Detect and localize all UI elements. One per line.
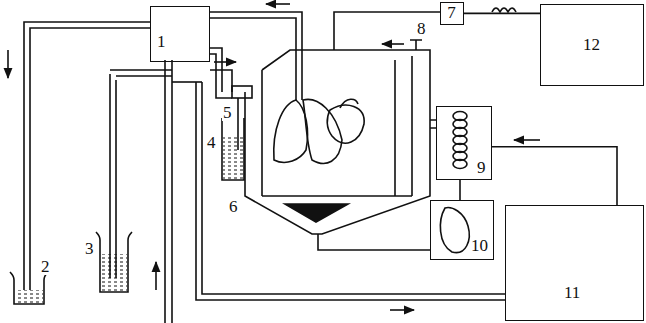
tube-connector bbox=[459, 180, 461, 200]
tube bbox=[318, 234, 430, 250]
tube bbox=[30, 28, 150, 290]
apparatus-box: 12 bbox=[540, 4, 644, 86]
callout-number: 9 bbox=[477, 159, 486, 176]
chamber bbox=[245, 68, 430, 234]
apparatus-box: 7 bbox=[440, 2, 464, 25]
callout-number: 7 bbox=[447, 4, 456, 21]
flow-arrow bbox=[266, 3, 290, 5]
flow-arrow bbox=[390, 309, 414, 311]
beaker bbox=[222, 118, 244, 180]
sediment bbox=[285, 204, 348, 222]
heart bbox=[327, 105, 364, 143]
callout-number: 12 bbox=[583, 36, 600, 53]
electrode bbox=[410, 40, 422, 50]
callout-number: 3 bbox=[84, 240, 95, 257]
flow-arrow bbox=[155, 262, 157, 290]
tube bbox=[165, 60, 172, 323]
callout-number: 4 bbox=[206, 134, 217, 151]
tube bbox=[110, 74, 116, 278]
lung bbox=[274, 100, 308, 162]
callout-number: 10 bbox=[471, 237, 488, 254]
tube bbox=[24, 22, 150, 290]
callout-number: 5 bbox=[222, 104, 233, 121]
tube-connector bbox=[464, 13, 540, 15]
tube-connector bbox=[492, 147, 617, 205]
coil-turn bbox=[453, 160, 467, 169]
apparatus-box: 11 bbox=[505, 205, 644, 321]
flow-arrow bbox=[514, 139, 540, 141]
lung bbox=[303, 99, 342, 163]
beaker bbox=[10, 272, 48, 304]
tube bbox=[210, 48, 232, 98]
apparatus-box: 1 bbox=[150, 6, 210, 62]
callout-number: 1 bbox=[157, 33, 166, 50]
tube bbox=[210, 12, 302, 100]
callout-number: 2 bbox=[40, 258, 51, 275]
inductor bbox=[492, 8, 516, 12]
connector-box bbox=[232, 86, 252, 98]
callout-number: 8 bbox=[416, 20, 427, 37]
apparatus-box: 9 bbox=[436, 106, 492, 180]
flow-arrow bbox=[7, 50, 9, 78]
reservoir-bag bbox=[440, 208, 469, 253]
flow-arrow bbox=[214, 61, 236, 63]
wire bbox=[334, 12, 440, 50]
callout-number: 6 bbox=[228, 198, 239, 215]
flow-arrow bbox=[382, 43, 404, 45]
beaker bbox=[96, 232, 132, 292]
tube bbox=[196, 82, 505, 300]
apparatus-box: 10 bbox=[430, 200, 494, 260]
callout-number: 11 bbox=[564, 284, 580, 301]
heating-coil bbox=[453, 112, 467, 169]
